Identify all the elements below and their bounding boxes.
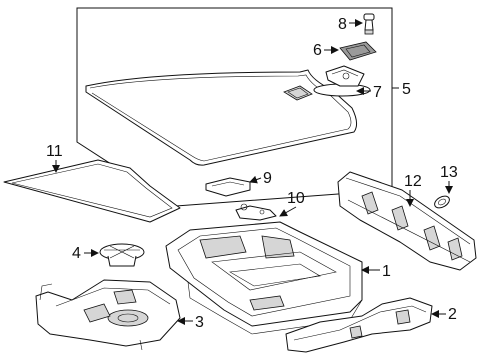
leader-10 bbox=[279, 206, 297, 217]
part-2-side-bracket bbox=[285, 297, 433, 353]
callout-9[interactable]: 9 bbox=[263, 170, 272, 187]
leader-9 bbox=[249, 175, 262, 184]
callout-13[interactable]: 13 bbox=[440, 164, 458, 181]
callout-1[interactable]: 1 bbox=[382, 263, 391, 280]
part-4-spacer bbox=[99, 243, 145, 267]
callout-2[interactable]: 2 bbox=[448, 306, 457, 323]
part-6-handle bbox=[339, 41, 377, 61]
part-13-plug bbox=[434, 195, 450, 209]
part-11-floor-mat bbox=[3, 159, 181, 223]
callout-5[interactable]: 5 bbox=[402, 81, 411, 98]
callout-7[interactable]: 7 bbox=[373, 84, 382, 101]
callout-8[interactable]: 8 bbox=[338, 16, 347, 33]
callout-4[interactable]: 4 bbox=[72, 245, 81, 262]
callout-10[interactable]: 10 bbox=[287, 190, 305, 207]
part-10-bracket bbox=[235, 203, 277, 221]
part-3-tool-tray bbox=[35, 279, 181, 351]
callout-11[interactable]: 11 bbox=[46, 143, 63, 160]
part-9-clip bbox=[205, 177, 251, 197]
group-frame-5 bbox=[76, 7, 393, 207]
callout-6[interactable]: 6 bbox=[313, 42, 322, 59]
part-8-clip bbox=[363, 13, 375, 35]
part-5-cargo-cover bbox=[85, 69, 358, 166]
callout-12[interactable]: 12 bbox=[404, 173, 422, 190]
callout-3[interactable]: 3 bbox=[195, 314, 204, 331]
part-1-floor-tray bbox=[165, 221, 363, 335]
part-12-end-panel bbox=[337, 171, 477, 271]
